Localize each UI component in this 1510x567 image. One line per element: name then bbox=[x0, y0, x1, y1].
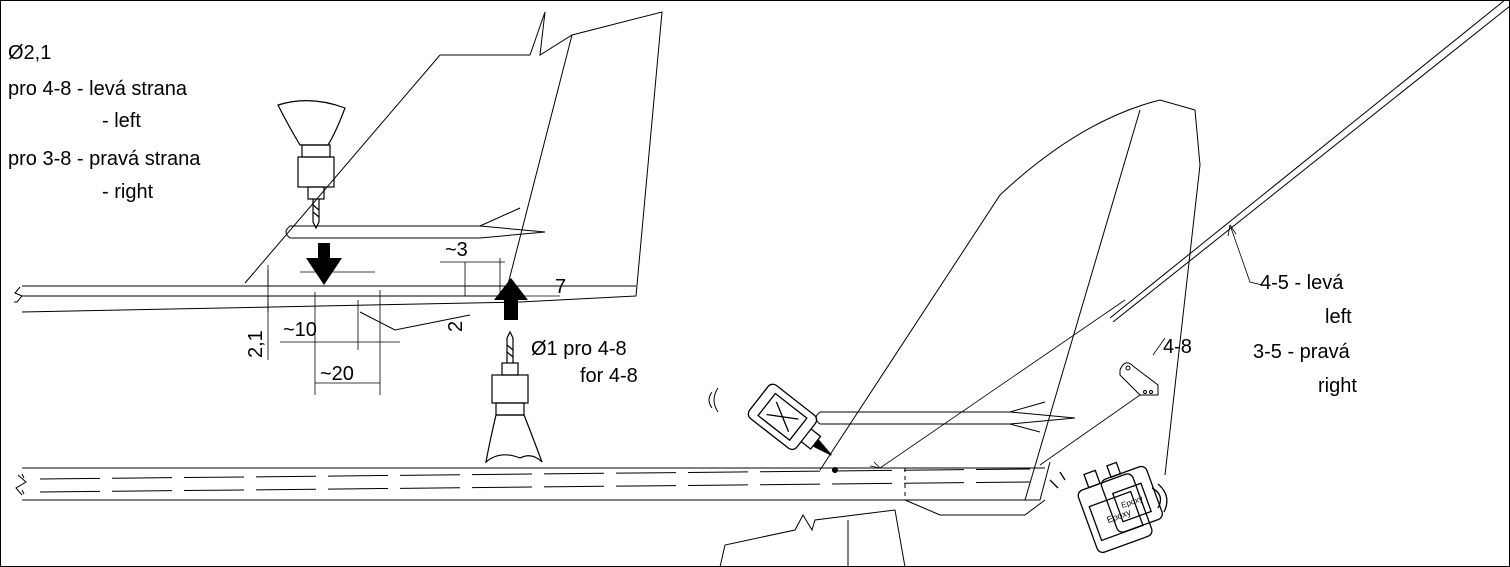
note-left-side: pro 4-8 - levá strana bbox=[8, 78, 187, 100]
control-horn-icon bbox=[1119, 362, 1159, 396]
dim-2-1: 2,1 bbox=[245, 330, 267, 358]
note-diameter: Ø2,1 bbox=[8, 42, 52, 64]
dim-approx3: ~3 bbox=[445, 239, 468, 261]
epoxy-label-b: Epoxy bbox=[1120, 494, 1144, 510]
detail-dimensions bbox=[258, 258, 560, 395]
note-right-en: - right bbox=[102, 181, 154, 203]
arrow-up-icon bbox=[494, 278, 528, 320]
detail-fin bbox=[14, 11, 663, 331]
dim-2: 2 bbox=[445, 321, 467, 332]
note-rod-left-en: left bbox=[1325, 306, 1352, 328]
drill-bottom bbox=[485, 330, 543, 464]
main-fin bbox=[15, 0, 1510, 567]
vibration-icon bbox=[708, 387, 719, 413]
epoxy-bottles-icon: Epoxy Epoxy bbox=[1049, 461, 1168, 554]
glue-dot-icon bbox=[832, 467, 838, 473]
note-drill-small: Ø1 pro 4-8 bbox=[531, 338, 627, 360]
note-part: 4-8 bbox=[1163, 336, 1192, 358]
note-drill-small-en: for 4-8 bbox=[580, 365, 638, 387]
dim-7: 7 bbox=[555, 276, 566, 298]
main-leaders bbox=[869, 224, 1263, 469]
note-rod-right: 3-5 - pravá bbox=[1253, 341, 1350, 363]
note-rod-left: 4-5 - levá bbox=[1260, 272, 1344, 294]
arrow-down-icon bbox=[306, 243, 342, 285]
drill-top bbox=[277, 100, 346, 230]
glue-bottle-icon bbox=[747, 383, 832, 456]
dim-approx10: ~10 bbox=[283, 319, 317, 341]
note-right-side: pro 3-8 - pravá strana bbox=[8, 148, 201, 170]
note-left-en: - left bbox=[102, 110, 141, 132]
note-rod-right-en: right bbox=[1318, 375, 1357, 397]
dim-approx20: ~20 bbox=[320, 363, 354, 385]
